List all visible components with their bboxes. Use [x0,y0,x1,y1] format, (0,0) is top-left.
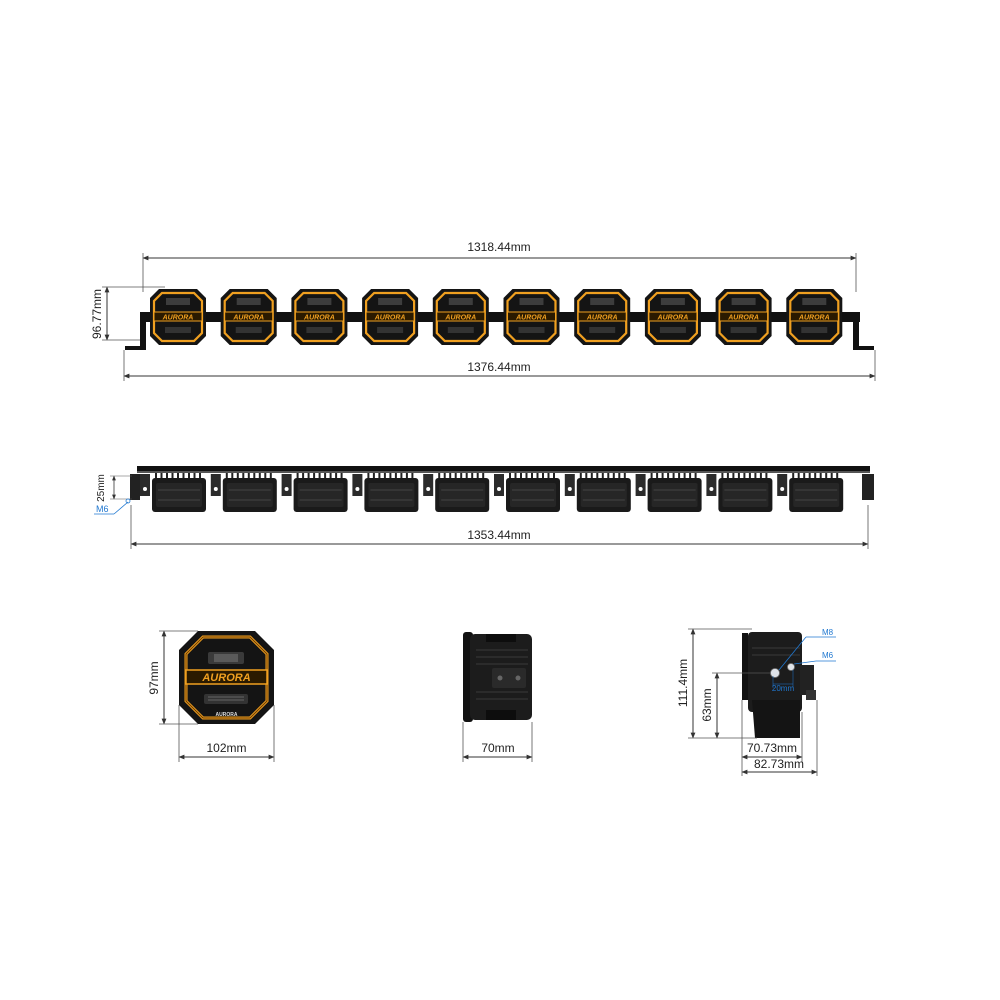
front-overall-width-label: 1376.44mm [467,360,530,374]
top-pod [494,473,560,512]
front-pod-logo: AURORA [798,315,830,322]
front-pod: AURORA [432,289,489,345]
front-pod-logo: AURORA [303,315,335,322]
side-bracket [752,700,800,738]
pod-depth-view: 70mm [462,632,533,762]
top-pods [140,473,844,512]
top-pod [352,473,419,512]
top-view: 25mm M6 1353.44mm [94,466,874,549]
top-bracket-height-label: 25mm [96,474,107,502]
pod-front-view: AURORA AURORA 97mm 102mm [147,630,275,762]
top-pod [564,473,631,512]
pod-logo-bar [185,669,268,685]
front-pods: AURORA AURORA AURORA AURORA AURORA AURORA AURO… [150,289,843,345]
top-left-endcap [130,474,140,500]
front-pod: AURORA [715,289,772,345]
side-bolt-m6-label: M6 [822,651,834,660]
front-pod: AURORA [291,289,348,345]
front-pod-logo: AURORA [657,315,689,322]
top-rail [137,466,870,471]
front-pod: AURORA [220,289,277,345]
front-pod-logo: AURORA [162,315,194,322]
top-pod [423,473,490,512]
pod-badge-text: AURORA [216,712,238,718]
front-right-bracket [853,318,874,350]
side-depth-inner-label: 70.73mm [747,741,797,755]
side-bolt-spacing-label: 20mm [772,684,795,693]
pod-width-label: 102mm [206,741,246,755]
front-pod-logo: AURORA [444,315,476,322]
side-height-label: 111.4mm [676,659,690,707]
front-rail [140,312,860,322]
side-bolt-m8 [770,668,780,678]
top-pod [635,473,702,512]
pod-logo-text: AURORA [201,672,250,684]
front-pod-logo: AURORA [586,315,618,322]
top-pod [140,473,206,512]
front-pod-logo: AURORA [374,315,406,322]
front-height-label: 96.77mm [90,289,104,339]
front-pod: AURORA [574,289,631,345]
top-pod [706,473,773,512]
side-bracket-view: 20mm M8 M6 111.4mm 63mm 70.73mm 82.73mm [676,628,836,776]
front-inner-width-label: 1318.44mm [467,240,530,254]
front-pod-logo: AURORA [232,315,264,322]
front-pod: AURORA [644,289,701,345]
side-bolt-m6 [787,663,795,671]
top-pod [777,473,844,512]
front-pod-logo: AURORA [727,315,759,322]
side-bolt-m8-label: M8 [822,628,834,637]
front-pod: AURORA [362,289,419,345]
front-left-bracket [125,318,146,350]
top-pod [281,473,348,512]
front-pod: AURORA [150,289,206,345]
top-width-label: 1353.44mm [467,528,530,542]
pod-depth-label: 70mm [481,741,514,755]
top-bolt-label: M6 [96,504,109,514]
top-right-endcap [862,474,874,500]
side-depth-outer-label: 82.73mm [754,757,804,771]
front-pod: AURORA [786,289,843,345]
front-pod: AURORA [503,289,560,345]
front-pod-logo: AURORA [515,315,547,322]
top-pod [210,473,277,512]
pod-height-label: 97mm [147,661,161,694]
side-mount-height-label: 63mm [700,688,714,721]
